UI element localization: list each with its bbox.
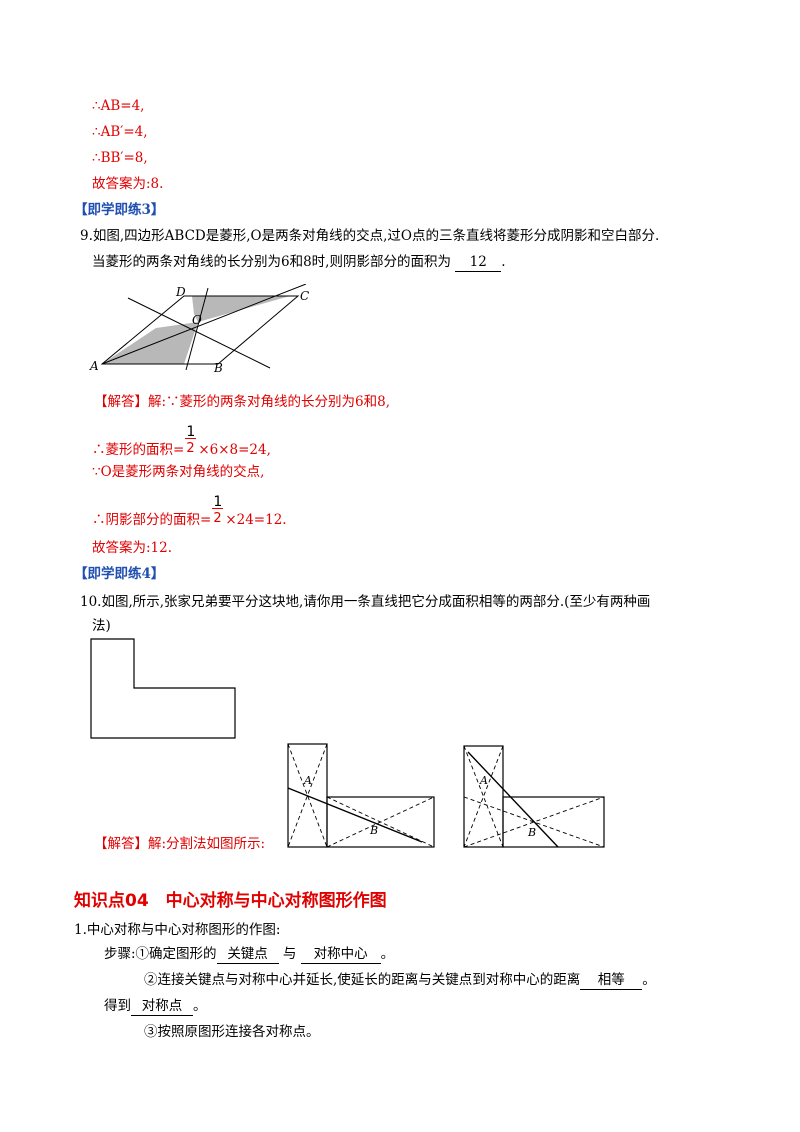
step-1-post: 。 xyxy=(380,946,395,962)
solution-9-text1: 解:∵菱形的两条对角线的长分别为6和8, xyxy=(148,394,391,410)
step-1-mid: 与 xyxy=(282,946,297,962)
section-item-1: 1.中心对称与中心对称图形的作图: xyxy=(74,922,281,938)
step-2b-pre: 得到 xyxy=(104,998,131,1014)
step-2-post: 。 xyxy=(642,972,656,988)
fraction-numerator-2: 1 xyxy=(213,494,223,510)
solution-9-text4: ∴阴影部分的面积= xyxy=(92,512,212,528)
step-1: 步骤:①确定图形的关键点 与 对称中心。 xyxy=(104,944,394,964)
step-2b-post: 。 xyxy=(193,998,207,1014)
figure2-wide-rect xyxy=(502,796,605,848)
rhombus-figure: D C O A B xyxy=(89,284,309,374)
cut-line-3 xyxy=(101,284,307,365)
label-c: C xyxy=(300,289,309,303)
problem-10-line1: 10.如图,所示,张家兄弟要平分这块地,请你用一条直线把它分成面积相等的两部分.… xyxy=(80,594,651,610)
figure2-label-a: A xyxy=(479,774,488,787)
figure1-diag-a2 xyxy=(287,743,328,848)
figure2-diag-b2 xyxy=(463,796,605,848)
figure1-diag-b2 xyxy=(326,796,435,848)
step-1-pre: 步骤:①确定图形的 xyxy=(104,946,217,962)
blank-equal: 相等 xyxy=(580,972,643,990)
practice-4-heading: 【即学即练4】 xyxy=(74,566,165,582)
blank-key-points: 关键点 xyxy=(216,946,279,964)
problem-9-period: . xyxy=(501,254,506,270)
figure1-label-b: B xyxy=(369,824,378,837)
solution-10: 【解答】解:分割法如图所示: xyxy=(94,834,265,854)
solution-9-text2b: ×6×8=24, xyxy=(198,442,271,458)
solution-figure-2: A B xyxy=(463,745,605,848)
label-o: O xyxy=(192,313,202,327)
step-3: ③按照原图形连接各对称点。 xyxy=(144,1024,320,1040)
figure1-wide-rect xyxy=(326,796,435,848)
figure1-diag-a1 xyxy=(287,743,328,848)
solution-10-text: 解:分割法如图所示: xyxy=(148,836,266,852)
step-2: ②连接关键点与对称中心并延长,使延长的距离与关键点到对称中心的距离相等。 xyxy=(144,970,656,990)
step-2-pre: ②连接关键点与对称中心并延长,使延长的距离与关键点到对称中心的距离 xyxy=(144,972,581,988)
figure2-cut-line xyxy=(467,751,559,848)
figure2-diag-b1 xyxy=(463,796,605,848)
l-shape-outline xyxy=(90,638,236,739)
solution-9-text4b: ×24=12. xyxy=(225,512,287,528)
solution-9-line3: ∵O是菱形两条对角线的交点, xyxy=(92,464,265,480)
problem-9-text: 当菱形的两条对角线的长分别为6和8时,则阴影部分的面积为 xyxy=(92,254,451,270)
solution-answer: 故答案为:8. xyxy=(92,176,164,192)
step-2b: 得到对称点。 xyxy=(104,996,207,1016)
solution-line-bb-prime: ∴BB′=8, xyxy=(92,150,148,166)
cut-line-1 xyxy=(127,297,271,369)
solution-line-ab: ∴AB=4, xyxy=(92,98,145,114)
problem-9-line2: 当菱形的两条对角线的长分别为6和8时,则阴影部分的面积为 12. xyxy=(92,252,506,272)
shaded-region-left xyxy=(102,322,198,364)
fraction-numerator: 1 xyxy=(186,424,196,440)
problem-9-answer-blank: 12 xyxy=(455,254,502,272)
section-heading: 知识点04 中心对称与中心对称图形作图 xyxy=(74,891,387,911)
label-d: D xyxy=(175,285,186,299)
solution-10-tag: 【解答】 xyxy=(94,836,148,852)
practice-3-heading: 【即学即练3】 xyxy=(74,202,165,218)
label-b: B xyxy=(213,361,223,374)
figure1-tall-rect xyxy=(287,743,328,848)
solution-line-ab-prime: ∴AB′=4, xyxy=(92,124,148,140)
blank-symmetric-points: 对称点 xyxy=(131,998,193,1016)
figure1-cut-line xyxy=(287,787,423,843)
solution-9-line1: 【解答】解:∵菱形的两条对角线的长分别为6和8, xyxy=(94,392,390,412)
blank-center: 对称中心 xyxy=(300,946,381,964)
solution-figure-1: A B xyxy=(287,743,435,848)
figure2-label-b: B xyxy=(527,826,536,839)
solution-tag: 【解答】 xyxy=(94,394,148,410)
cut-line-2 xyxy=(185,287,209,371)
problem-9-line1: 9.如图,四边形ABCD是菱形,O是两条对角线的交点,过O点的三条直线将菱形分成… xyxy=(80,228,660,244)
label-a: A xyxy=(89,359,99,373)
solution-9-answer: 故答案为:12. xyxy=(92,540,173,556)
problem-10-line2: 法) xyxy=(92,618,111,634)
solution-9-text2: ∴菱形的面积= xyxy=(92,442,185,458)
fraction-denominator-2: 2 xyxy=(213,511,222,526)
rhombus-outline xyxy=(100,295,300,365)
fraction-denominator: 2 xyxy=(186,441,195,456)
figure1-label-a: A xyxy=(303,774,312,787)
l-shape-figure xyxy=(90,638,236,739)
